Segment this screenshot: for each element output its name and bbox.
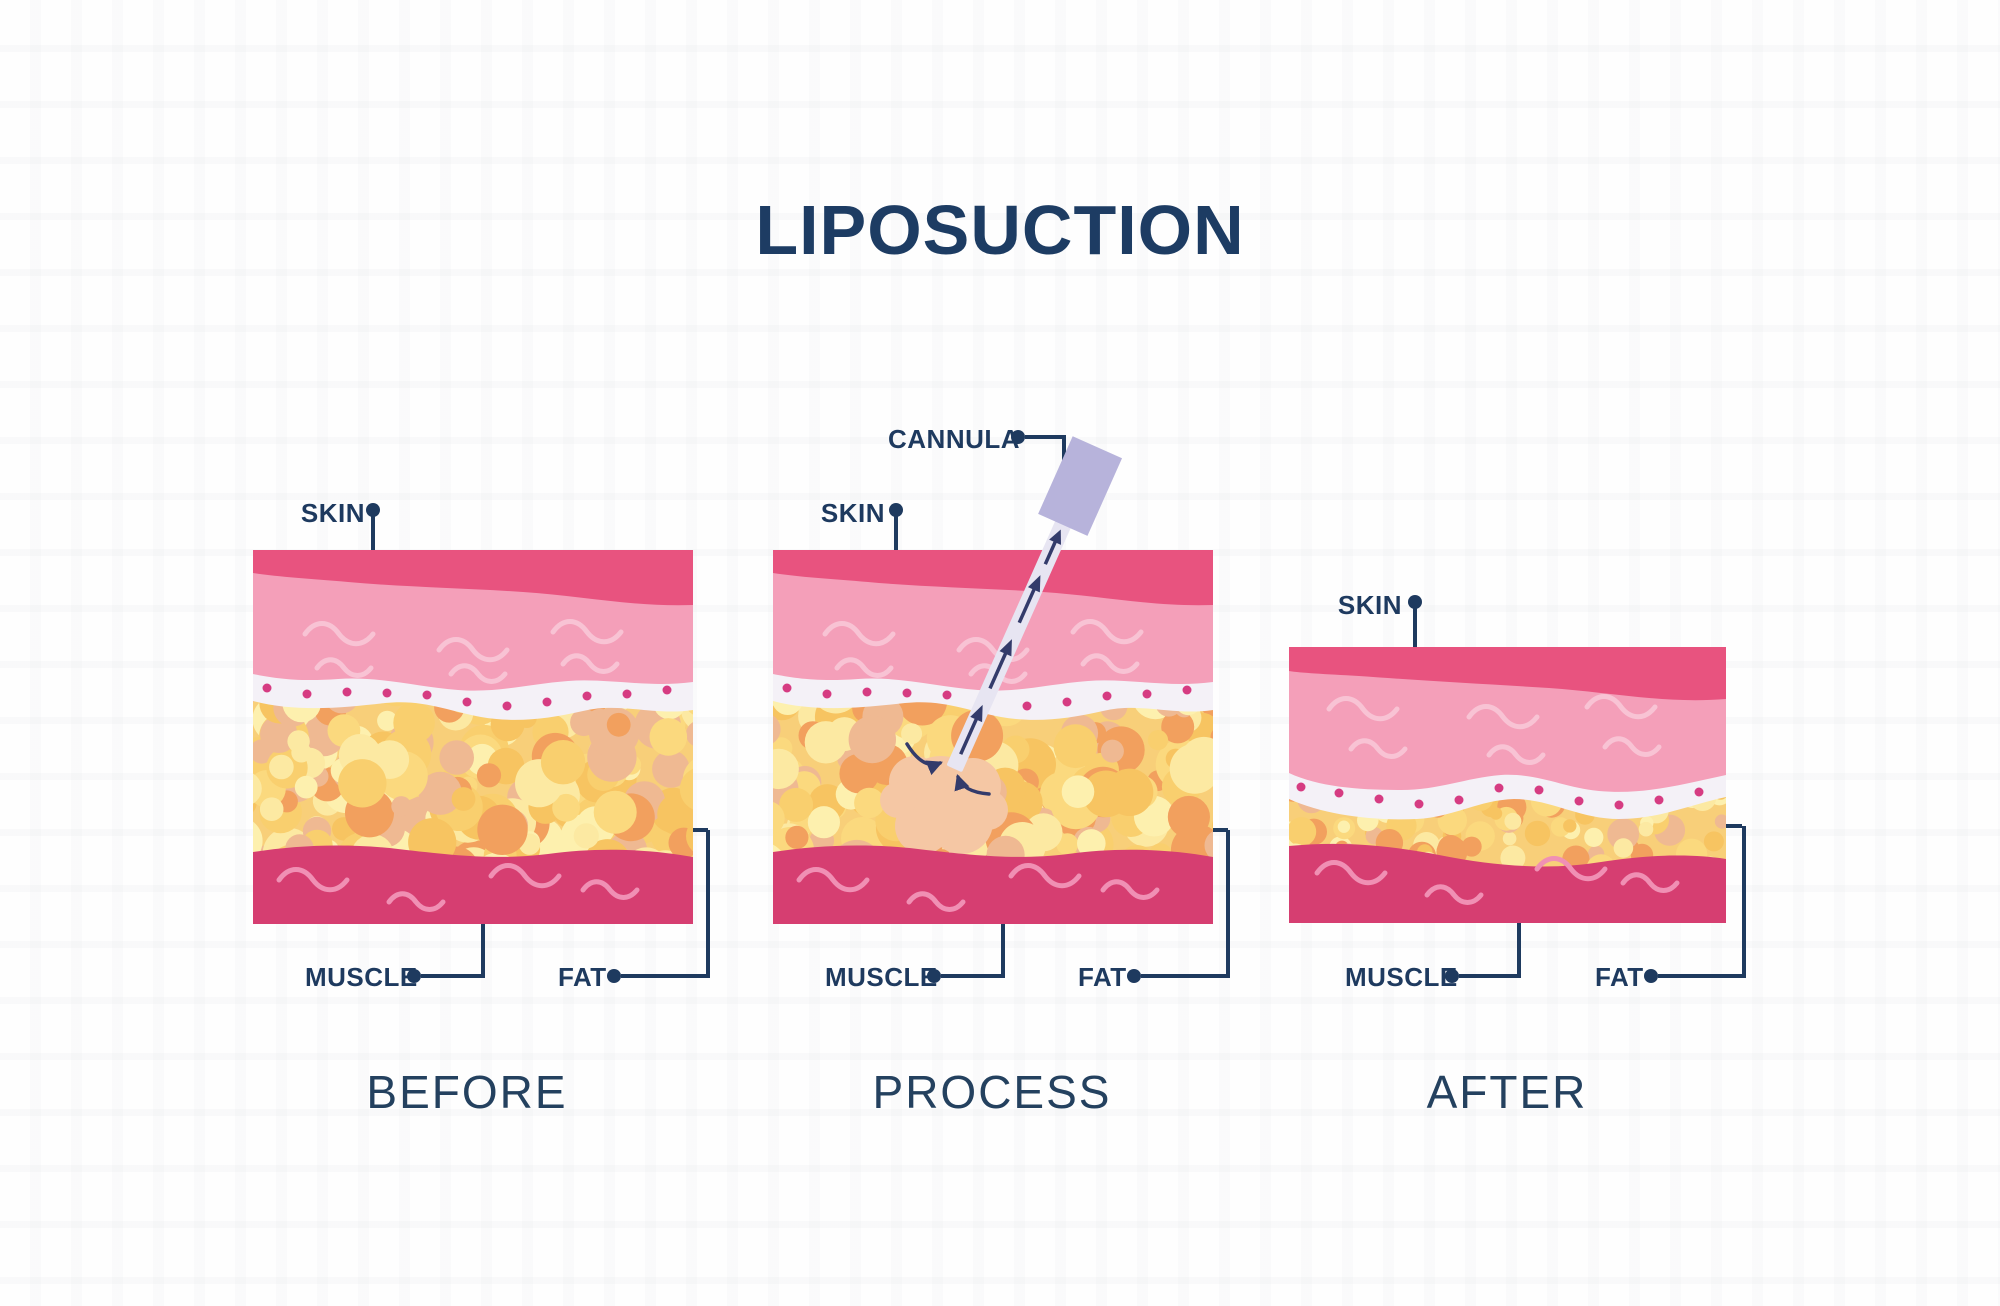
cannula-handle: [1038, 436, 1123, 536]
muscle-squiggles: [796, 863, 1160, 912]
process-cannula-connector-h: [1025, 435, 1066, 439]
after-muscle-connector-v: [1517, 923, 1521, 978]
loosened-fat-blob: [880, 756, 1008, 854]
process-cannula-label: CANNULA: [888, 424, 1021, 454]
process-cannula-dot: [1011, 430, 1025, 444]
before-muscle-connector-h: [421, 974, 483, 978]
process-fat-label: FAT: [1078, 962, 1127, 992]
after-skin-cross-section: [1289, 647, 1726, 923]
before-skin-connector: [371, 514, 375, 551]
after-skin-label: SKIN: [1337, 590, 1402, 620]
band-dots: [262, 683, 672, 711]
muscle-squiggles: [1314, 856, 1680, 905]
epidermis-strip: [1289, 647, 1726, 701]
after-skin-dot: [1408, 595, 1422, 609]
after-muscle-connector-h: [1459, 974, 1519, 978]
process-caption: PROCESS: [872, 1066, 1112, 1118]
process-muscle-dot: [927, 969, 941, 983]
muscle-layer: [773, 845, 1213, 924]
after-caption: AFTER: [1426, 1066, 1588, 1118]
after-fat-connector-h: [1658, 974, 1744, 978]
suction-arrows: [959, 539, 1058, 755]
band-dots: [1296, 782, 1704, 810]
process-muscle-connector-v: [1001, 924, 1005, 978]
before-muscle-connector-v: [481, 924, 485, 978]
epidermis-strip: [253, 550, 693, 606]
process-skin-cross-section: [773, 436, 1213, 924]
before-caption: BEFORE: [366, 1066, 568, 1118]
before-skin-cross-section: [253, 550, 693, 924]
after-fat-connector-v: [1742, 826, 1746, 978]
before-fat-connector-stub: [693, 828, 708, 832]
suction-arrowheads: [970, 529, 1061, 723]
page-title: LIPOSUCTION: [755, 191, 1245, 269]
before-muscle-label: MUSCLE: [305, 962, 418, 992]
process-fat-connector-h: [1141, 974, 1228, 978]
cannula: [947, 436, 1123, 772]
process-fat-dot: [1127, 969, 1141, 983]
process-skin-dot: [889, 503, 903, 517]
process-muscle-label: MUSCLE: [825, 962, 938, 992]
epidermis-strip: [773, 550, 1213, 606]
muscle-layer: [1289, 843, 1726, 923]
after-muscle-label: MUSCLE: [1345, 962, 1458, 992]
before-fat-dot: [607, 969, 621, 983]
after-skin-connector: [1413, 606, 1417, 647]
before-muscle-dot: [407, 969, 421, 983]
muscle-layer: [253, 845, 693, 924]
dermis-squiggles: [822, 619, 1144, 684]
muscle-squiggles: [276, 863, 640, 912]
after-fat-label: FAT: [1595, 962, 1644, 992]
before-skin-label: SKIN: [300, 498, 365, 528]
after-muscle-dot: [1445, 969, 1459, 983]
process-fat-connector-v: [1226, 830, 1230, 978]
before-fat-connector-v: [706, 830, 710, 978]
dermis-squiggles: [302, 619, 624, 684]
process-skin-connector: [894, 514, 898, 551]
process-fat-connector-stub: [1213, 828, 1228, 832]
before-fat-connector-h: [621, 974, 708, 978]
process-skin-label: SKIN: [820, 498, 885, 528]
before-skin-dot: [366, 503, 380, 517]
dermis-squiggles: [1326, 694, 1662, 765]
tip-swirl-arrows: [905, 742, 991, 796]
after-fat-connector-stub: [1726, 824, 1742, 828]
process-muscle-connector-h: [941, 974, 1003, 978]
process-cannula-connector-v: [1062, 435, 1066, 470]
before-fat-label: FAT: [558, 962, 607, 992]
after-fat-dot: [1644, 969, 1658, 983]
